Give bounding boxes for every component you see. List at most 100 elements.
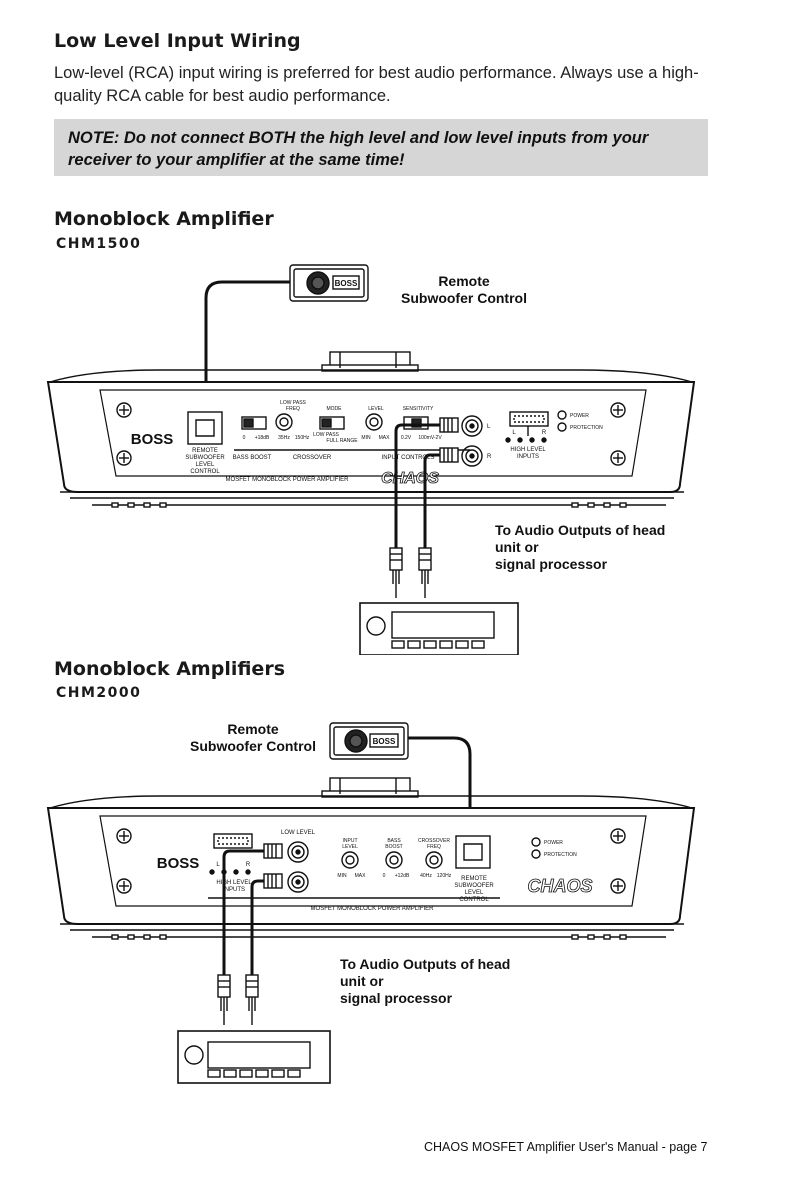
panel-label: PROTECTION <box>544 852 577 858</box>
panel-label: LOW PASS <box>280 400 306 406</box>
panel-label: 150Hz <box>295 435 310 441</box>
callout-line: Subwoofer Control <box>190 738 316 754</box>
panel-label: REMOTE <box>461 876 487 882</box>
panel-label: SUBWOOFER <box>185 455 225 461</box>
panel-label: R <box>246 862 251 868</box>
panel-label: CONTROL <box>190 469 220 475</box>
remote-control-unit: BOSS <box>329 722 409 760</box>
screw-icon <box>116 828 132 844</box>
section-title: Low Level Input Wiring <box>54 30 301 52</box>
panel-label: LEVEL <box>368 406 384 412</box>
callout-line: unit or <box>340 973 384 989</box>
panel-label: INPUT <box>343 838 358 844</box>
screw-icon <box>610 828 626 844</box>
panel-label: L <box>487 424 491 430</box>
panel-label: MIN <box>361 435 371 441</box>
rca-plug-icon <box>245 974 259 1025</box>
panel-label: 120Hz <box>437 873 452 879</box>
screw-icon <box>116 450 132 466</box>
panel-footer: MOSFET MONOBLOCK POWER AMPLIFIER <box>226 477 350 483</box>
panel-label: CONTROL <box>459 897 489 903</box>
panel-label: 35Hz <box>278 435 290 441</box>
callout-line: signal processor <box>495 556 608 572</box>
boss-logo: BOSS <box>157 855 200 872</box>
panel-label: FULL RANGE <box>326 438 358 444</box>
panel-label: HIGH LEVEL <box>216 880 252 886</box>
panel-label: BOOST <box>385 844 403 850</box>
panel-label: MAX <box>355 873 367 879</box>
callout-line: Remote <box>438 273 490 289</box>
panel-label: SUBWOOFER <box>454 883 494 889</box>
panel-label: R <box>542 430 547 436</box>
panel-label: POWER <box>544 840 563 846</box>
callout-line: unit or <box>495 539 539 555</box>
screw-icon <box>116 878 132 894</box>
panel-label: BASS BOOST <box>233 455 272 461</box>
rca-jack-icon <box>461 415 483 437</box>
panel-label: LEVEL <box>196 462 215 468</box>
head-unit <box>177 1030 331 1084</box>
remote-brand: BOSS <box>373 737 396 746</box>
panel-label: MAX <box>379 435 391 441</box>
diagram2-model: CHM2000 <box>56 685 142 701</box>
diagram1-heading: Monoblock Amplifier <box>54 208 274 230</box>
panel-label: L <box>216 862 220 868</box>
screw-icon <box>116 402 132 418</box>
head-unit <box>359 602 519 655</box>
panel-label: MODE <box>327 406 343 412</box>
note-text: NOTE: Do not connect BOTH the high level… <box>68 129 649 169</box>
panel-footer: MOSFET MONOBLOCK POWER AMPLIFIER <box>311 906 435 912</box>
callout-line: Subwoofer Control <box>401 290 527 306</box>
panel-label: CROSSOVER <box>418 838 450 844</box>
chaos-logo: CHAOS <box>381 470 439 487</box>
rca-jack-icon <box>287 841 309 863</box>
rca-plug-icon <box>389 547 403 598</box>
panel-label: LEVEL <box>342 844 358 850</box>
rca-plug-icon <box>217 974 231 1025</box>
panel-label: 40Hz <box>420 873 432 879</box>
panel-label: CROSSOVER <box>293 455 332 461</box>
remote-brand: BOSS <box>335 279 358 288</box>
diagram1-model: CHM1500 <box>56 236 142 252</box>
diagram1-wiring: BOSS BOSS REMOTE SUBWOOFER LEVEL CONTROL… <box>46 264 696 655</box>
screw-icon <box>610 878 626 894</box>
page-footer: CHAOS MOSFET Amplifier User's Manual - p… <box>424 1140 708 1154</box>
panel-label: L <box>512 430 516 436</box>
panel-label: FREQ <box>427 844 441 850</box>
panel-label: 0 <box>383 873 386 879</box>
diagram2-remote-callout: Remote Subwoofer Control <box>184 721 322 755</box>
panel-label: +12dB <box>395 873 410 879</box>
diagram1-outputs-callout: To Audio Outputs of head unit or signal … <box>495 522 715 573</box>
panel-label: REMOTE <box>192 448 218 454</box>
panel-label: 0.2V <box>401 435 412 441</box>
callout-line: Remote <box>227 721 279 737</box>
panel-label: LEVEL <box>465 890 484 896</box>
panel-label: SENSITIVITY <box>403 406 434 412</box>
note-box: NOTE: Do not connect BOTH the high level… <box>54 119 708 176</box>
diagram1-remote-callout: Remote Subwoofer Control <box>390 273 538 307</box>
panel-label: INPUTS <box>223 887 245 893</box>
rca-jack-icon <box>287 871 309 893</box>
callout-line: signal processor <box>340 990 453 1006</box>
panel-label: HIGH LEVEL <box>510 447 546 453</box>
panel-label: BASS <box>387 838 401 844</box>
boss-logo: BOSS <box>131 431 174 448</box>
panel-label: INPUT CONTROLS <box>382 455 435 461</box>
panel-label: R <box>487 454 492 460</box>
diagram2-heading: Monoblock Amplifiers <box>54 658 285 680</box>
screw-icon <box>610 402 626 418</box>
panel-label: 100mV-2V <box>418 435 442 441</box>
remote-control-unit: BOSS <box>289 264 369 302</box>
intro-paragraph: Low-level (RCA) input wiring is preferre… <box>54 64 699 105</box>
panel-label: 0 <box>243 435 246 441</box>
panel-label: LOW LEVEL <box>281 830 316 836</box>
panel-label: INPUTS <box>517 454 539 460</box>
panel-label: POWER <box>570 413 589 419</box>
callout-line: To Audio Outputs of head <box>340 956 511 972</box>
panel-label: +18dB <box>255 435 270 441</box>
panel-label: FREQ <box>286 406 300 412</box>
callout-line: To Audio Outputs of head <box>495 522 666 538</box>
panel-label: LOW PASS <box>313 432 339 438</box>
diagram2-wiring: BOSS BOSS L R HIGH LEVEL INPUTS LOW LEVE… <box>46 722 696 1084</box>
screw-icon <box>610 450 626 466</box>
